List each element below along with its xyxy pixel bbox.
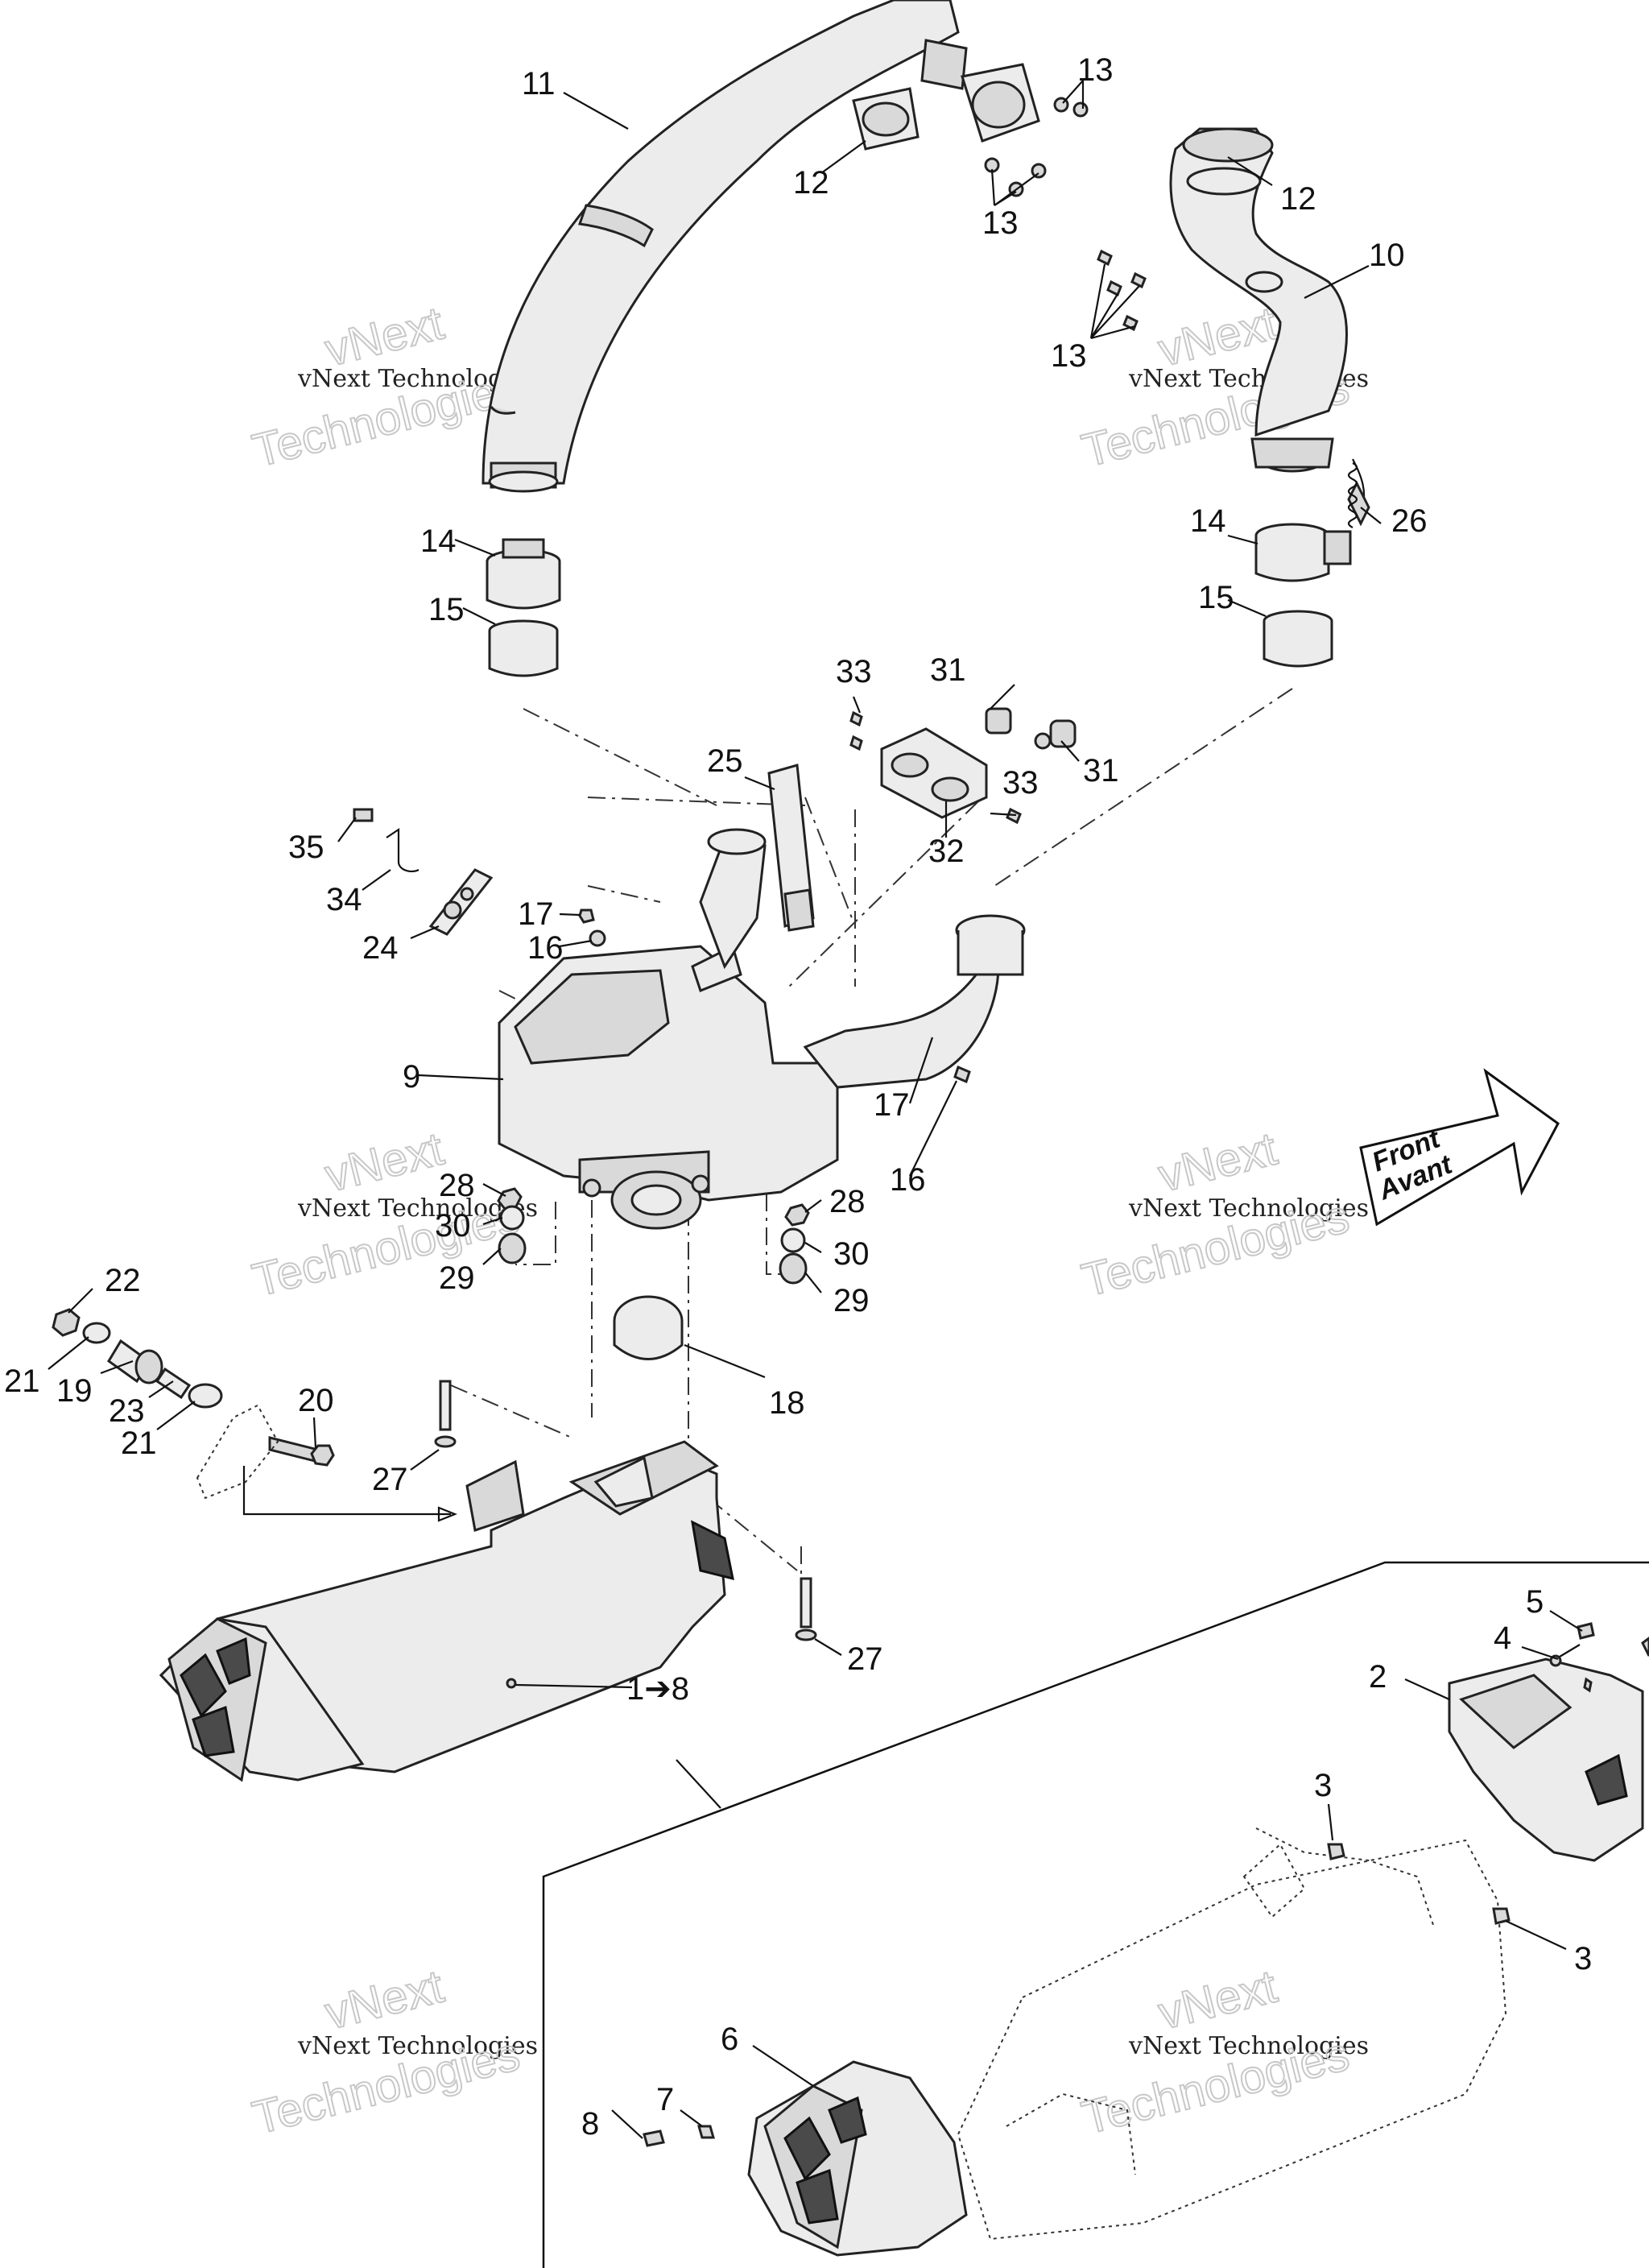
watermark-3: vNext vNext Technologies Technologies: [246, 1122, 538, 1308]
callout-3: 3: [1314, 1768, 1332, 1803]
bolt-27-lower: [795, 1577, 817, 1641]
inset-tip: [643, 2060, 968, 2257]
sleeve-left: [488, 619, 559, 677]
callout-34: 34: [326, 882, 362, 917]
callout-2: 2: [1369, 1659, 1387, 1695]
callout-30: 30: [435, 1208, 471, 1244]
bracket-32: [849, 707, 1077, 825]
watermark-vnext: vNext: [320, 1960, 448, 2040]
callout-11: 11: [522, 66, 556, 101]
callout-21: 21: [121, 1426, 157, 1461]
callout-13: 13: [1051, 338, 1087, 374]
callout-23: 23: [109, 1393, 145, 1429]
damper-24: [428, 868, 494, 936]
callout-7: 7: [656, 2082, 674, 2117]
callout-14: 14: [1190, 503, 1226, 539]
watermark-text: vNext Technologies: [297, 2032, 538, 2060]
clamp-right: [1254, 523, 1352, 582]
spring: [1347, 462, 1358, 528]
callout-3: 3: [1574, 1941, 1592, 1976]
bracket-outline: [196, 1404, 279, 1500]
watermark-text: vNext Technologies: [1128, 1194, 1369, 1223]
callout-25: 25: [707, 743, 743, 779]
callout-28: 28: [829, 1184, 866, 1219]
callout-33: 33: [1002, 765, 1039, 801]
callout-13: 13: [1077, 52, 1114, 88]
watermark-vnext: vNext: [1153, 1123, 1282, 1202]
callout-28: 28: [439, 1168, 475, 1203]
callout-12: 12: [1280, 181, 1316, 217]
callout-13: 13: [982, 205, 1019, 241]
callout-17: 17: [874, 1087, 910, 1123]
watermark-5: vNext vNext Technologies Technologies: [246, 1960, 538, 2146]
callout-35: 35: [288, 830, 324, 865]
hardware-19-23: [52, 1308, 335, 1467]
inset-frame: [542, 1561, 1649, 2268]
leader-lines: [48, 80, 1583, 2139]
callout-31: 31: [930, 652, 966, 688]
callout-5: 5: [1526, 1584, 1544, 1620]
heat-shield-25: [767, 764, 815, 932]
callout-10: 10: [1369, 238, 1405, 273]
callout-9: 9: [403, 1059, 420, 1095]
watermark-4: vNext vNext Technologies Technologies: [1076, 1122, 1369, 1308]
inset-end-cap: [1448, 1637, 1649, 1862]
bracket-34: [353, 808, 419, 873]
watermark-vnext: vNext: [320, 1123, 448, 1202]
callout-19: 19: [56, 1373, 93, 1409]
header-pipe-front: [481, 0, 968, 493]
inset-silencer-outline: [957, 1827, 1507, 2241]
watermark-vnext: vNext: [1153, 1960, 1282, 2040]
callout-14: 14: [420, 524, 457, 559]
callout-17: 17: [518, 896, 554, 932]
callout-26: 26: [1391, 503, 1428, 539]
callout-32: 32: [928, 834, 965, 869]
callout-30: 30: [833, 1236, 870, 1272]
callout-29: 29: [833, 1283, 870, 1318]
callout-15: 15: [1198, 580, 1234, 615]
callout-6: 6: [721, 2022, 738, 2057]
watermark-text: vNext Technologies: [297, 1194, 538, 1223]
callout-21: 21: [4, 1364, 40, 1399]
callout-33: 33: [836, 654, 872, 689]
callout-8: 8: [581, 2106, 599, 2142]
callout-1-to-8: 1➔8: [626, 1671, 689, 1707]
callout-4: 4: [1494, 1620, 1511, 1656]
callout-12: 12: [793, 165, 829, 201]
silencer-1-8: [159, 1440, 734, 1782]
callout-31: 31: [1083, 753, 1119, 788]
gasket-18: [613, 1295, 684, 1360]
callout-labels: 11 13 12 13 12 10 13 14 15 26 14 15 33 3…: [4, 52, 1592, 2142]
callout-16: 16: [527, 930, 564, 966]
header-pipe-rear: [1097, 127, 1370, 527]
callout-27: 27: [847, 1641, 883, 1677]
exhaust-flange-top: [852, 63, 1089, 197]
callout-22: 22: [105, 1263, 141, 1298]
callout-16: 16: [890, 1162, 926, 1198]
muffler-9: [498, 828, 1026, 1230]
callout-27: 27: [372, 1462, 408, 1497]
callout-20: 20: [298, 1383, 334, 1418]
front-arrow-icon: Front Avant: [1359, 1068, 1560, 1227]
inset-screw-set: [1327, 1622, 1595, 1925]
callout-18: 18: [769, 1385, 805, 1421]
sleeve-right: [1263, 610, 1333, 668]
hardware-right: [779, 1203, 810, 1285]
callout-15: 15: [428, 592, 465, 627]
watermark-6: vNext vNext Technologies Technologies: [1076, 1960, 1369, 2146]
watermark-2: vNext vNext Technologies Technologies: [1076, 296, 1369, 478]
bolt-27-upper: [434, 1380, 457, 1448]
clamp-left: [486, 538, 561, 610]
watermark-text: vNext Technologies: [1128, 2032, 1369, 2060]
callout-24: 24: [362, 930, 399, 966]
callout-29: 29: [439, 1260, 475, 1296]
